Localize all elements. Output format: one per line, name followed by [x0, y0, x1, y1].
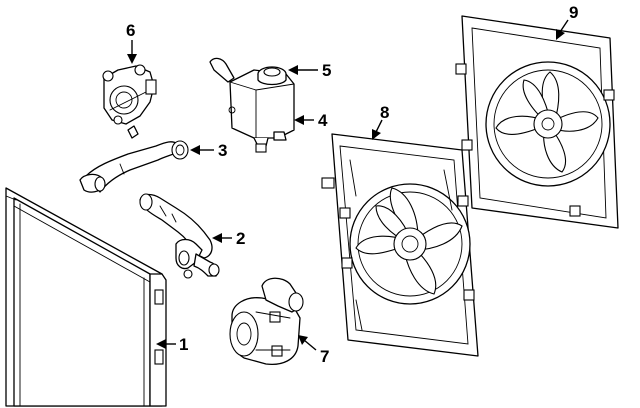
callout-7: 7: [298, 335, 329, 366]
upper-radiator-hose: [79, 140, 189, 193]
callout-label-4: 4: [318, 111, 328, 130]
callout-1: 1: [156, 335, 188, 354]
callout-label-9: 9: [569, 3, 578, 22]
lower-radiator-hose: [139, 193, 220, 279]
water-pump: [229, 277, 304, 366]
fan-shroud-rear: [455, 15, 619, 229]
callout-4: 4: [294, 111, 328, 130]
callout-6: 6: [126, 21, 137, 64]
callout-9: 9: [556, 3, 578, 40]
callout-label-2: 2: [236, 229, 245, 248]
callout-label-6: 6: [126, 21, 135, 40]
radiator: [5, 187, 167, 407]
callout-label-5: 5: [322, 61, 331, 80]
callout-label-7: 7: [320, 347, 329, 366]
callout-2: 2: [212, 229, 245, 248]
callout-label-1: 1: [179, 335, 188, 354]
callout-label-3: 3: [218, 141, 227, 160]
callout-5: 5: [288, 61, 331, 80]
thermostat-housing: [102, 64, 157, 139]
cooling-fan-shroud: [321, 133, 479, 357]
callout-8: 8: [372, 103, 389, 140]
callout-3: 3: [190, 141, 227, 160]
reservoir-cap: [257, 66, 287, 86]
callout-label-8: 8: [380, 103, 389, 122]
